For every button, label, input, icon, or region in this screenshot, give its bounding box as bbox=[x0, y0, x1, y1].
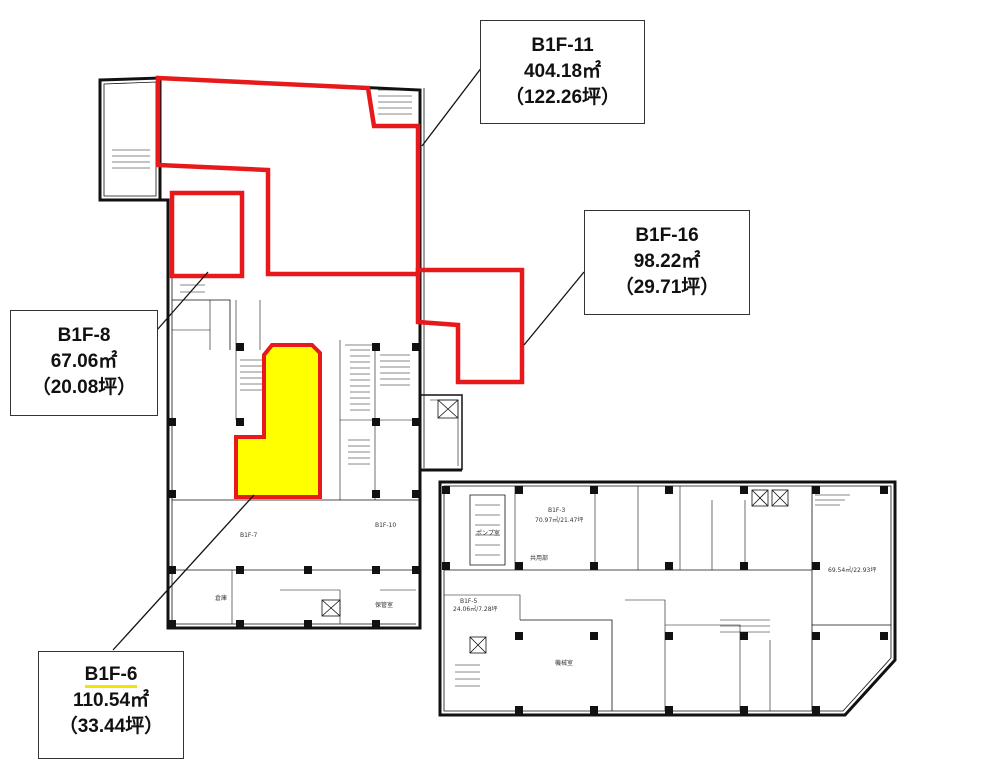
label-storage: 保管室 bbox=[375, 601, 393, 609]
callout-b1f-16-area-tsubo: （29.71坪） bbox=[614, 277, 720, 298]
b1f16-area-outline bbox=[415, 267, 525, 385]
callout-b1f-8-area-sqm: 67.06㎡ bbox=[50, 351, 118, 372]
callout-b1f-16-area-sqm: 98.22㎡ bbox=[633, 251, 701, 272]
west-columns bbox=[168, 343, 420, 628]
east-building bbox=[438, 480, 897, 717]
callout-b1f-6: B1F-6 110.54㎡ （33.44坪） bbox=[38, 651, 184, 759]
plan-labels: B1F-7 B1F-10 B1F-3 70.97㎡/21.47坪 B1F-5 2… bbox=[215, 507, 876, 667]
callout-b1f-8: B1F-8 67.06㎡ （20.08坪） bbox=[10, 310, 158, 416]
b1f6-area-fill bbox=[234, 343, 322, 499]
callout-b1f-6-name: B1F-6 bbox=[84, 665, 138, 688]
east-columns bbox=[442, 486, 888, 714]
label-b1f7: B1F-7 bbox=[240, 532, 258, 539]
label-machine-room: 機械室 bbox=[555, 659, 573, 667]
label-pump-room: ポンプ室 bbox=[476, 529, 500, 537]
label-center-hall: 共用部 bbox=[530, 554, 548, 562]
label-b1f5-area: 24.06㎡/7.28坪 bbox=[453, 605, 498, 613]
callout-b1f-11-area-tsubo: （122.26坪） bbox=[504, 87, 621, 108]
callout-b1f-8-area-tsubo: （20.08坪） bbox=[31, 377, 137, 398]
leader-lines bbox=[112, 66, 585, 651]
label-b1f3-area: 70.97㎡/21.47坪 bbox=[535, 516, 583, 524]
label-b1f5: B1F-5 bbox=[460, 598, 478, 605]
callout-b1f-11: B1F-11 404.18㎡ （122.26坪） bbox=[480, 20, 645, 124]
b1f8-area-outline bbox=[169, 190, 245, 279]
label-warehouse: 倉庫 bbox=[215, 594, 227, 602]
callout-b1f-16: B1F-16 98.22㎡ （29.71坪） bbox=[584, 210, 750, 315]
callout-b1f-11-area-sqm: 404.18㎡ bbox=[523, 61, 602, 82]
label-east-area: 69.54㎡/22.93坪 bbox=[828, 566, 876, 574]
callout-b1f-16-name: B1F-16 bbox=[635, 225, 699, 246]
callout-b1f-11-name: B1F-11 bbox=[531, 35, 594, 56]
callout-b1f-6-area-tsubo: （33.44坪） bbox=[58, 716, 164, 737]
label-b1f10: B1F-10 bbox=[375, 522, 396, 529]
label-b1f3: B1F-3 bbox=[548, 507, 566, 514]
callout-b1f-6-area-sqm: 110.54㎡ bbox=[72, 690, 150, 711]
callout-b1f-8-name: B1F-8 bbox=[57, 325, 111, 346]
b1f11-area-outline bbox=[155, 75, 421, 277]
